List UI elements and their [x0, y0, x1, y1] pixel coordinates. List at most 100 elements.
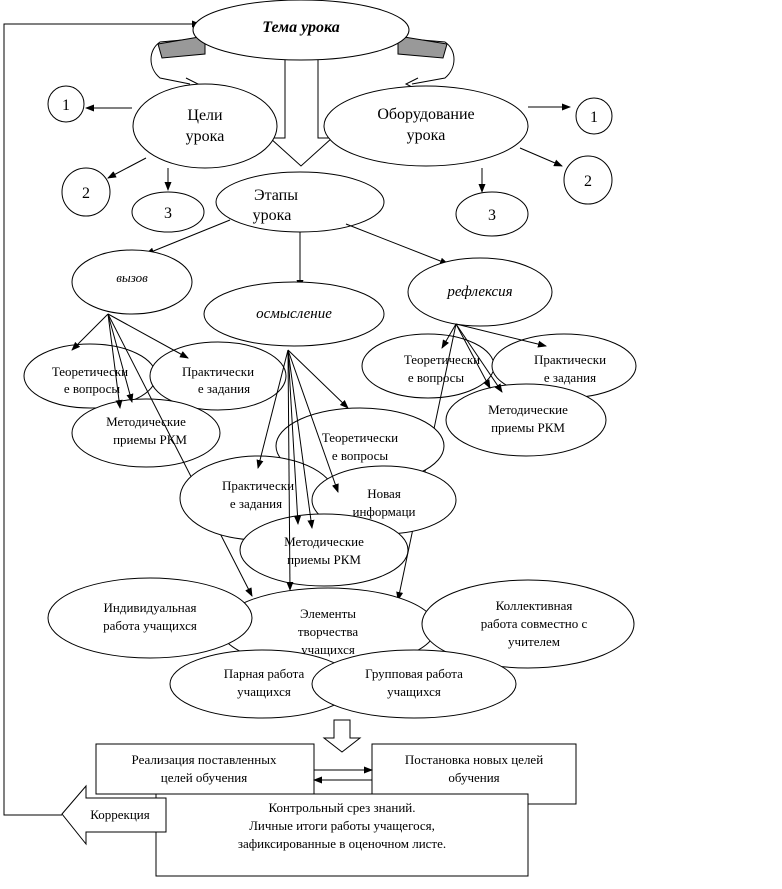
goals-num-3: 3 [164, 205, 172, 222]
topic-ellipse [192, 0, 410, 61]
creativity-line-3: учащихся [301, 642, 355, 657]
call-theory-line-2: е вопросы [64, 381, 121, 396]
left-curved-arrow [150, 37, 206, 85]
goals-num-1-circle [47, 85, 85, 123]
comp-methods-ellipse [239, 513, 409, 587]
creativity-line-1: Элементы [300, 606, 356, 621]
correction-arrow [61, 784, 167, 846]
control-box [155, 793, 529, 877]
comp-newinfo-line-2: информаци [353, 504, 416, 519]
reflection-text: рефлексия [446, 284, 512, 300]
refl-methods-line-1: Методические [488, 402, 568, 417]
comp-theory-line-1: Теоретически [322, 430, 398, 445]
refl-methods-line-2: приемы РКМ [491, 420, 565, 435]
goals-num-3-ellipse [131, 191, 205, 233]
call-practice-ellipse [149, 341, 287, 411]
group-ellipse [311, 649, 517, 719]
call-to-theory [71, 313, 109, 351]
refl-practice-line-1: Практически [534, 352, 606, 367]
refl-to-theory [441, 323, 457, 349]
equip-num-3: 3 [488, 207, 496, 224]
call-theory-line-1: Теоретически [52, 364, 128, 379]
stages-line-1: Этапы [254, 187, 298, 204]
equipment-line-1: Оборудование [377, 106, 474, 123]
correction-text: Коррекция [90, 807, 150, 822]
call-practice-line-1: Практически [182, 364, 254, 379]
collective-line-1: Коллективная [496, 598, 573, 613]
goals-line-1: Цели [187, 107, 223, 124]
comprehension-ellipse [203, 281, 385, 347]
comp-to-methods-2 [287, 349, 302, 525]
goals-ellipse [132, 83, 278, 169]
comp-theory-line-2: е вопросы [332, 448, 389, 463]
group-line-2: учащихся [387, 684, 441, 699]
call-methods-line-2: приемы РКМ [113, 432, 187, 447]
goals-to-2 [107, 157, 147, 179]
pair-line-2: учащихся [237, 684, 291, 699]
refl-to-methods [455, 323, 503, 393]
individual-ellipse [47, 577, 253, 659]
individual-line-2: работа учащихся [103, 618, 197, 633]
right-curved-arrow [397, 37, 455, 85]
collective-line-2: работа совместно с [481, 616, 588, 631]
new-goals-line-2: обучения [448, 770, 499, 785]
call-to-creativity [107, 313, 253, 597]
stages-line-2: урока [253, 207, 292, 224]
stages-ellipse [215, 171, 385, 233]
control-line-2: Личные итоги работы учащегося, [249, 818, 435, 833]
collective-line-3: учителем [508, 634, 560, 649]
refl-methods-ellipse [445, 383, 607, 457]
call-practice-line-2: е задания [198, 381, 250, 396]
equipment-ellipse [323, 85, 529, 167]
call-to-methods [107, 313, 123, 409]
realization-line-2: целей обучения [161, 770, 248, 785]
stages-to-call [145, 219, 231, 255]
comp-practice-line-2: е задания [230, 496, 282, 511]
goals-line-2: урока [186, 128, 225, 145]
refl-to-methods-2 [455, 323, 491, 389]
feedback-line [3, 23, 200, 816]
reflection-ellipse [407, 257, 553, 327]
call-to-methods-2 [107, 313, 134, 403]
stages-to-reflection [345, 223, 449, 265]
equip-num-2: 2 [584, 173, 592, 190]
equip-num-1-circle [575, 97, 613, 135]
pair-line-1: Парная работа [224, 666, 305, 681]
new-goals-line-1: Постановка новых целей [405, 752, 543, 767]
control-line-1: Контрольный срез знаний. [268, 800, 415, 815]
refl-theory-line-1: Теоретически [404, 352, 480, 367]
goals-num-2-circle [61, 167, 111, 217]
control-line-3: зафиксированные в оценочном листе. [238, 836, 446, 851]
realization-line-1: Реализация поставленных [132, 752, 277, 767]
call-ellipse [71, 249, 193, 315]
comp-methods-line-1: Методические [284, 534, 364, 549]
comprehension-text: осмысление [256, 306, 332, 322]
comp-to-newinfo [287, 349, 339, 493]
call-methods-ellipse [71, 398, 221, 468]
creativity-line-2: творчества [298, 624, 358, 639]
goals-num-2: 2 [82, 185, 90, 202]
right-curved-band [397, 35, 448, 59]
equipment-line-2: урока [407, 127, 446, 144]
left-curved-band [157, 35, 206, 59]
call-methods-line-1: Методические [106, 414, 186, 429]
equip-to-2 [519, 147, 563, 167]
collective-ellipse [421, 579, 635, 669]
call-text: вызов [116, 270, 148, 285]
refl-to-practice [455, 323, 547, 348]
group-line-1: Групповая работа [365, 666, 463, 681]
equip-num-2-circle [563, 155, 613, 205]
call-to-practice [107, 313, 189, 359]
comp-to-practice [256, 349, 289, 469]
equip-num-3-ellipse [455, 191, 529, 237]
goals-num-1: 1 [62, 97, 70, 114]
topic-text: Тема урока [262, 19, 339, 36]
comp-to-creativity [286, 349, 294, 591]
individual-line-1: Индивидуальная [104, 600, 197, 615]
comp-to-methods [287, 349, 315, 529]
equip-num-1: 1 [590, 109, 598, 126]
comp-to-theory [287, 349, 349, 409]
refl-practice-line-2: е задания [544, 370, 596, 385]
comp-practice-line-1: Практически [222, 478, 294, 493]
